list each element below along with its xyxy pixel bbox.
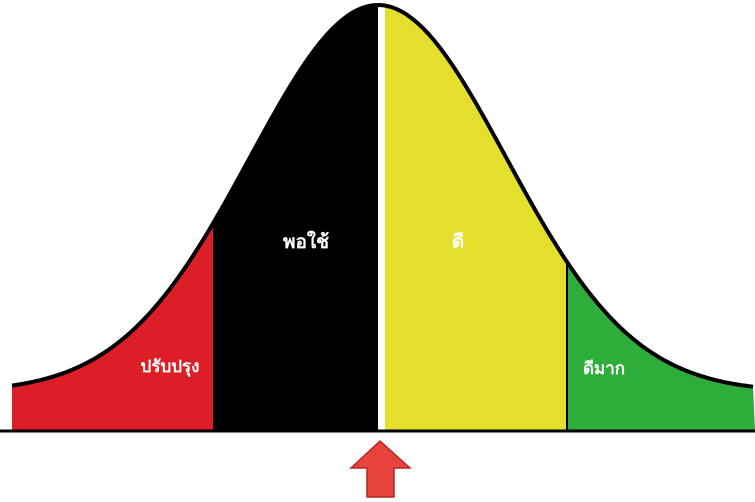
label-fair: พอใช้	[283, 230, 329, 253]
label-good: ดี	[452, 231, 464, 253]
red-up-arrow-icon	[349, 439, 412, 498]
center-divider	[378, 5, 385, 430]
bell-curve-outline	[11, 2, 754, 389]
label-improve: ปรับปรุง	[141, 357, 200, 377]
label-very-good: ดีมาก	[583, 358, 625, 379]
segment-fair	[213, 5, 378, 430]
